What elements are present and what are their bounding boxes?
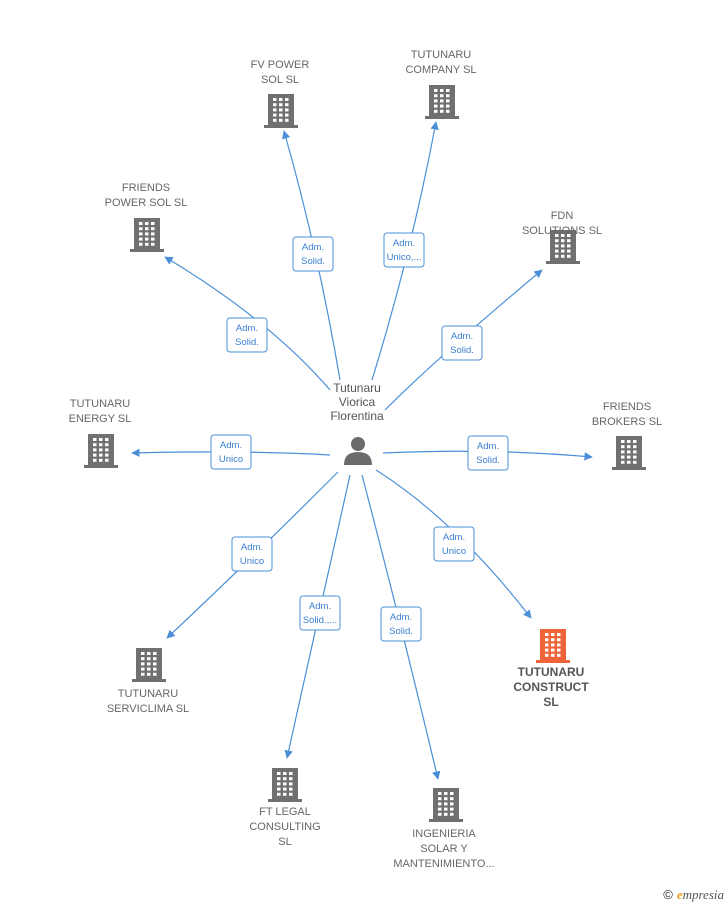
relation-badge-tutunaru-company[interactable]: Adm. Unico,... [383, 232, 425, 268]
company-label-line: SL [543, 695, 558, 709]
relation-text: Adm. [220, 440, 242, 451]
relation-text: Unico [240, 556, 264, 567]
company-label-line: TUTUNARU [118, 688, 179, 700]
person-icon [344, 437, 372, 465]
relation-text: Solid. [235, 337, 259, 348]
building-icon[interactable] [130, 218, 164, 252]
brand-footer: ©empresia [663, 887, 724, 903]
company-label-line: FDN [551, 210, 574, 222]
copyright-icon: © [663, 887, 673, 902]
relation-badge-ingenieria-solar[interactable]: Adm. Solid. [380, 606, 422, 642]
relation-badge-fdn-solutions[interactable]: Adm. Solid. [441, 325, 483, 361]
person-name-line: Florentina [330, 409, 384, 423]
company-label-friends-brokers[interactable]: FRIENDS BROKERS SL [592, 401, 662, 428]
company-label-line: FRIENDS [603, 401, 651, 413]
building-icon[interactable] [612, 436, 646, 470]
relation-text: Solid.,... [303, 615, 337, 626]
company-label-line: TUTUNARU [411, 49, 472, 61]
company-label-line: CONSTRUCT [513, 680, 589, 694]
relation-badge-friends-power-sol[interactable]: Adm. Solid. [226, 317, 268, 353]
building-icon[interactable] [425, 85, 459, 119]
relation-text: Unico,... [387, 252, 422, 263]
company-label-line: MANTENIMIENTO... [393, 858, 494, 870]
relation-text: Solid. [476, 455, 500, 466]
relation-text: Adm. [236, 323, 258, 334]
relation-badge-fv-power-sol[interactable]: Adm. Solid. [292, 236, 334, 272]
relation-text: Adm. [309, 601, 331, 612]
relation-text: Adm. [241, 542, 263, 553]
brand-name: mpresia [682, 887, 724, 902]
person-name-line: Viorica [339, 395, 376, 409]
relation-badge-friends-brokers[interactable]: Adm. Solid. [467, 435, 509, 471]
relation-text: Adm. [390, 612, 412, 623]
building-icon[interactable] [264, 94, 298, 128]
company-label-tutunaru-energy[interactable]: TUTUNARU ENERGY SL [69, 398, 132, 425]
company-label-tutunaru-serviclima[interactable]: TUTUNARU SERVICLIMA SL [107, 688, 189, 715]
building-icon[interactable] [132, 648, 166, 682]
company-label-line: CONSULTING [249, 821, 320, 833]
company-label-line: SOL SL [261, 74, 299, 86]
company-label-line: ENERGY SL [69, 413, 132, 425]
company-label-line: POWER SOL SL [105, 197, 188, 209]
relation-text: Adm. [451, 331, 473, 342]
relation-text: Solid. [301, 256, 325, 267]
building-icon[interactable] [84, 434, 118, 468]
company-label-line: COMPANY SL [405, 64, 476, 76]
company-label-line: SOLUTIONS SL [522, 225, 602, 237]
building-icon[interactable] [546, 230, 580, 264]
person-name-line: Tutunaru [333, 381, 381, 395]
company-label-fv-power-sol[interactable]: FV POWER SOL SL [251, 59, 310, 86]
relation-text: Unico [219, 454, 243, 465]
company-label-line: SL [278, 836, 291, 848]
relation-text: Unico [442, 546, 466, 557]
company-label-line: BROKERS SL [592, 416, 662, 428]
building-icon[interactable] [536, 629, 570, 663]
company-label-line: FT LEGAL [259, 806, 311, 818]
relation-badge-tutunaru-serviclima[interactable]: Adm. Unico [231, 536, 273, 572]
company-label-ft-legal-consulting[interactable]: FT LEGAL CONSULTING SL [249, 806, 320, 848]
relation-text: Solid. [389, 626, 413, 637]
company-label-line: TUTUNARU [70, 398, 131, 410]
company-label-line: INGENIERIA [412, 828, 476, 840]
relation-text: Solid. [450, 345, 474, 356]
company-label-line: SOLAR Y [420, 843, 468, 855]
building-icon[interactable] [268, 768, 302, 802]
company-label-line: FRIENDS [122, 182, 170, 194]
relation-badge-tutunaru-energy[interactable]: Adm. Unico [210, 434, 252, 470]
company-label-line: FV POWER [251, 59, 310, 71]
relation-text: Adm. [302, 242, 324, 253]
company-label-line: SERVICLIMA SL [107, 703, 189, 715]
company-label-tutunaru-company[interactable]: TUTUNARU COMPANY SL [405, 49, 476, 76]
company-label-ingenieria-solar[interactable]: INGENIERIA SOLAR Y MANTENIMIENTO... [393, 828, 494, 870]
relation-badge-tutunaru-construct[interactable]: Adm. Unico [433, 526, 475, 562]
building-icon[interactable] [429, 788, 463, 822]
relation-text: Adm. [443, 532, 465, 543]
company-label-friends-power-sol[interactable]: FRIENDS POWER SOL SL [105, 182, 188, 209]
company-label-line: TUTUNARU [518, 665, 585, 679]
company-label-fdn-solutions[interactable]: FDN SOLUTIONS SL [522, 210, 602, 237]
brand-initial: e [676, 887, 683, 902]
relation-text: Adm. [477, 441, 499, 452]
relation-badge-ft-legal-consulting[interactable]: Adm. Solid.,... [299, 595, 341, 631]
relation-text: Adm. [393, 238, 415, 249]
